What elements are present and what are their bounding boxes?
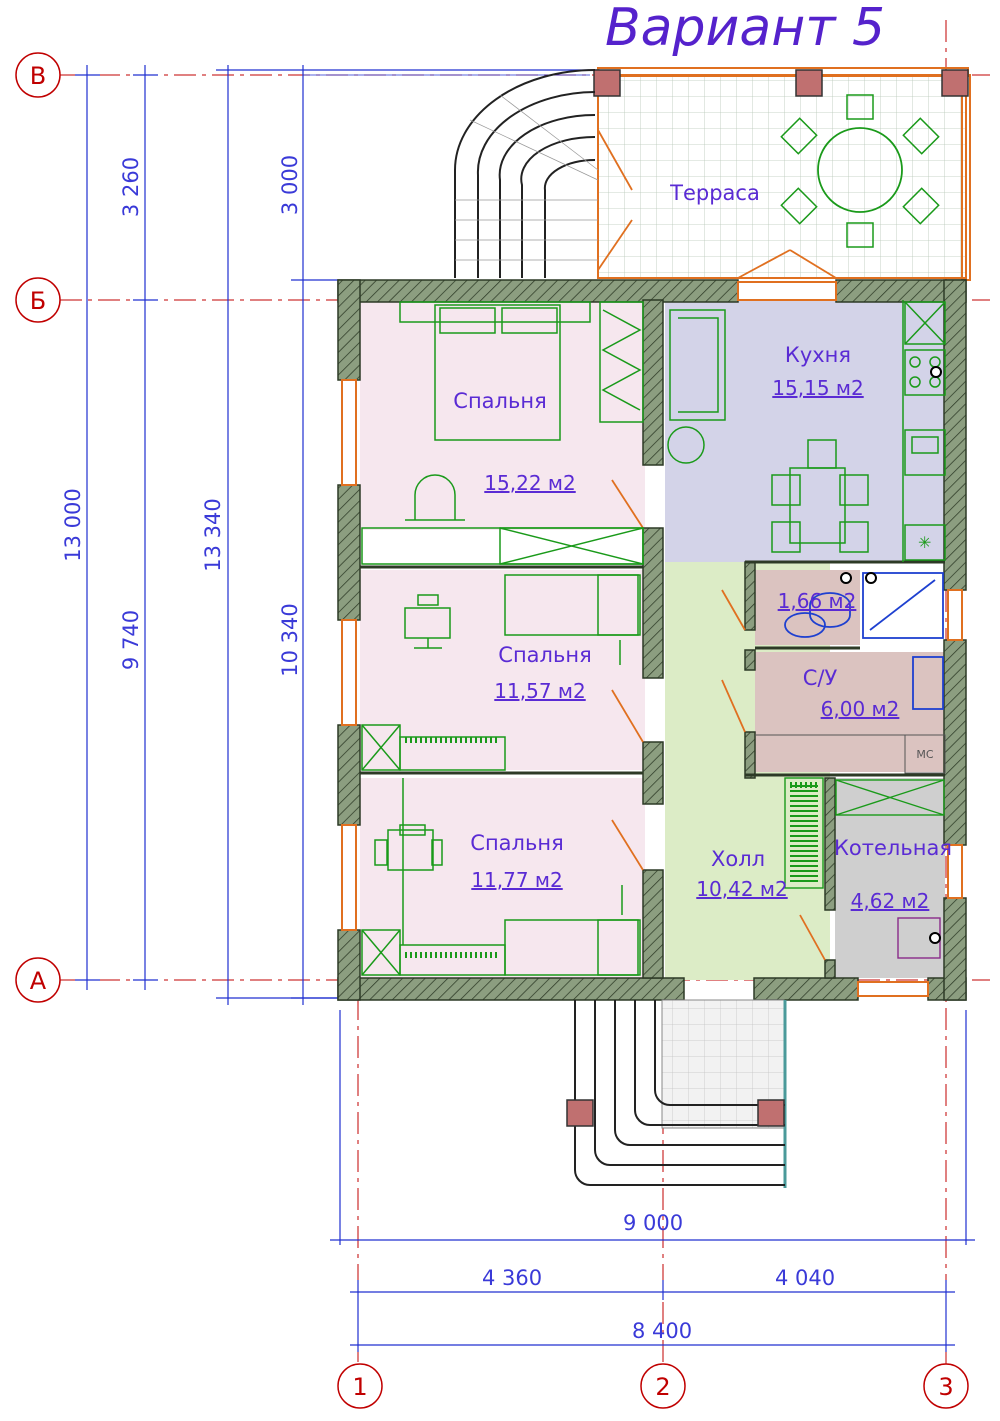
bath-riser-2-icon [865,572,877,584]
dim-3260: 3 260 [119,157,143,217]
room-hall-area: 10,42 м2 [696,877,787,901]
terrace-steps-grid [455,94,599,261]
dim-13340: 13 340 [201,498,225,571]
room-bedroom-3-name: Спальня [470,831,563,855]
vertical-dimension-lines [75,65,600,1005]
room-bath-area: 6,00 м2 [821,697,900,721]
kitchen-furniture [667,300,946,562]
axis-label-2: 2 [655,1373,670,1401]
dim-10340: 10 340 [278,603,302,676]
room-boiler-name: Котельная [834,836,952,860]
room-hall-name: Холл [711,847,765,871]
terrace-steps [454,69,596,278]
room-bedroom-3-area: 11,77 м2 [471,868,562,892]
room-bedroom-1-area: 15,22 м2 [484,471,575,495]
room-terrace-name: Терраса [669,181,760,205]
dim-13000: 13 000 [61,488,85,561]
axis-label-b: Б [30,287,46,315]
dim-8400: 8 400 [632,1319,692,1343]
walls [337,279,967,1001]
dim-4040: 4 040 [775,1266,835,1290]
terrace [593,67,971,281]
bedroom-1-furniture [361,301,644,565]
axis-label-a: А [30,967,47,995]
kitchen-riser-icon [930,366,942,378]
bath-riser-1-icon [840,572,852,584]
room-bedroom-1-name: Спальня [453,389,546,413]
axis-label-3: 3 [938,1373,953,1401]
bathroom-furniture [784,572,944,710]
horizontal-dimension-lines [330,1010,975,1352]
bedroom-3-furniture [361,778,641,976]
kitchen-vent-icon: ✳ [918,533,931,552]
dim-9740: 9 740 [119,610,143,670]
hall-wardrobe [784,777,824,889]
room-kitchen-area: 15,15 м2 [772,376,863,400]
dim-4360: 4 360 [482,1266,542,1290]
room-kitchen-fill [665,300,945,562]
bath-counter [755,734,946,774]
dim-3000: 3 000 [278,155,302,215]
axis-bubbles [15,52,969,1409]
room-wc-area: 1,66 м2 [778,589,857,613]
room-kitchen-name: Кухня [785,343,851,367]
room-bedroom-2-area: 11,57 м2 [494,679,585,703]
dim-9000: 9 000 [623,1211,683,1235]
axis-label-1: 1 [352,1373,367,1401]
room-bedroom-2-fill [360,570,645,770]
partition-lines [360,560,945,777]
room-bedroom-1-fill [360,300,645,530]
boiler-riser-icon [929,932,941,944]
porch [566,999,787,1188]
plan-title: Вариант 5 [605,0,885,58]
room-boiler-area: 4,62 м2 [851,889,930,913]
room-bath-name: С/У [803,666,838,690]
room-bedroom-2-name: Спальня [498,643,591,667]
axis-label-v: В [30,62,46,90]
windows [341,281,963,997]
mc-label: МС [916,748,933,761]
boiler-fixtures [835,779,945,959]
bedroom-2-furniture [361,574,641,771]
room-boiler-fill [835,778,945,978]
